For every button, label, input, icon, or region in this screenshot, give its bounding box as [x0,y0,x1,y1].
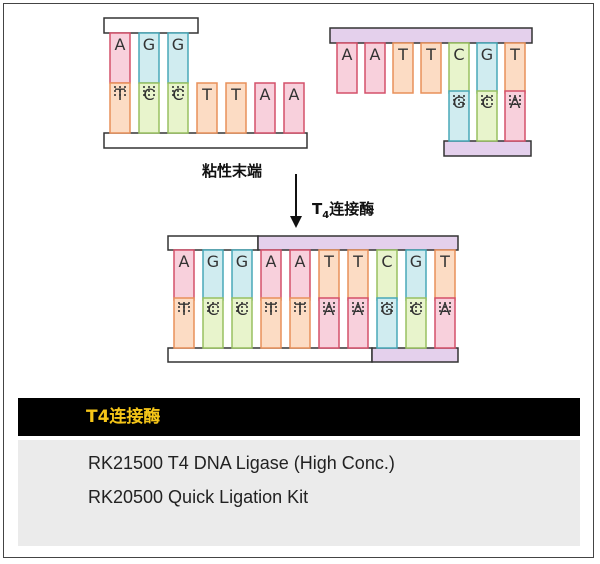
ligated-bottom-backbone-purple [371,347,459,363]
fragment1-bottom-base-box [254,82,276,134]
ligated-top-base-letter: C [381,252,392,271]
arrow-head-icon [290,216,302,228]
ligated-top-base-letter: T [323,252,334,271]
fragment2-top-base-letter: T [425,45,436,64]
ligated-top-base-letter: G [410,252,422,271]
fragment1-top-base-letter: A [115,35,126,54]
ligated-bottom-base-letter: C [207,300,218,319]
t4-ligase-subscript: 4 [322,210,329,221]
ligated-bottom-base-letter: C [236,300,247,319]
ligated-top-base-letter: G [236,252,248,271]
ligated-bottom-base-letter: T [265,300,276,319]
fragment2-bottom-base-letter: A [510,93,521,112]
ligated-top-base-letter: A [295,252,306,271]
ligated-top-base-letter: T [439,252,450,271]
fragment2-bottom-base-letter: G [453,93,465,112]
sticky-end-label: 粘性末端 [202,162,262,180]
fragment2-bottom-base-letter: C [481,93,492,112]
fragment2-top-base-letter: A [342,45,353,64]
ligated-bottom-base-letter: A [353,300,364,319]
ligated-top-base-letter: G [207,252,219,271]
fragment1-bottom-base-letter: T [230,85,241,104]
fragment2-top-base-box [364,42,386,94]
fragment1-bottom-base-letter: A [260,85,271,104]
ligated-bottom-base-letter: T [178,300,189,319]
t4-ligase-suffix: 连接酶 [329,200,374,218]
ligated-bottom-base-letter: G [381,300,393,319]
product-item-quick-ligation-kit[interactable]: RK20500 Quick Ligation Kit [88,487,309,507]
hydrogen-bonds [114,86,521,314]
fragment2-top-base-letter: G [481,45,493,64]
ligated-top-backbone-white [167,235,259,251]
fragment1-top-base-letter: G [143,35,155,54]
t4-ligase-label: T4连接酶 [312,200,374,221]
fragment1-bottom-base-box [283,82,305,134]
ligated-top-base-letter: T [352,252,363,271]
fragment1-bottom-base-box [196,82,218,134]
fragment1-bottom-base-box [225,82,247,134]
fragment2-top-base-box [420,42,442,94]
fragment1-bottom-base-letter: A [289,85,300,104]
product-list: RK21500 T4 DNA Ligase (High Conc.) RK205… [18,440,580,546]
product-header: T4连接酶 [18,398,580,436]
ligated-bottom-base-letter: A [440,300,451,319]
ligated-top-base-letter: A [266,252,277,271]
fragment1-top-backbone [103,17,199,34]
fragment2-top-base-letter: T [397,45,408,64]
fragment2-top-base-letter: A [370,45,381,64]
fragment1-bottom-backbone [103,132,308,149]
fragment2-top-base-letter: T [509,45,520,64]
fragment2-top-base-letter: C [453,45,464,64]
ligated-bottom-backbone-white [167,347,373,363]
fragment2-top-base-box [392,42,414,94]
product-item-t4-dna-ligase[interactable]: RK21500 T4 DNA Ligase (High Conc.) [88,453,395,473]
ligated-top-backbone-purple [257,235,459,251]
fragment1-bottom-base-letter: T [201,85,212,104]
product-header-title: T4连接酶 [86,407,161,427]
fragment2-bottom-backbone [443,140,532,157]
fragment2-top-base-box [336,42,358,94]
fragment1-top-base-letter: G [172,35,184,54]
ligated-bottom-base-letter: A [324,300,335,319]
ligated-bottom-base-letter: T [294,300,305,319]
ligated-bottom-base-letter: C [410,300,421,319]
t4-ligase-prefix: T [312,200,323,218]
fragment2-top-backbone [329,27,533,44]
ligated-top-base-letter: A [179,252,190,271]
